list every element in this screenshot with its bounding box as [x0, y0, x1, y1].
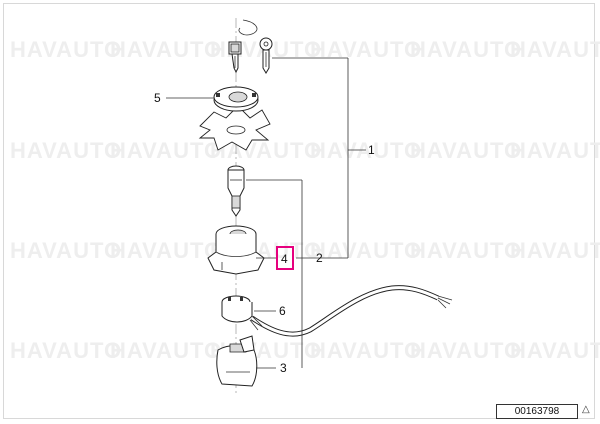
ring-nut-notch — [216, 93, 220, 97]
key-bow-hole — [263, 41, 269, 47]
ring-nut-part[interactable] — [198, 86, 271, 151]
watermark-text: HAVAUTO — [410, 138, 522, 163]
watermark-text: HAVAUTO — [310, 338, 422, 363]
callout-4[interactable]: 4 — [281, 252, 288, 266]
watermark-text: HAVAUTO — [410, 338, 522, 363]
housing-body — [207, 234, 265, 275]
watermark-text: HAVAUTO — [510, 37, 600, 62]
switch-pin — [228, 297, 231, 301]
watermark-text: HAVAUTO — [110, 138, 222, 163]
callout-2[interactable]: 2 — [316, 251, 323, 265]
switch-body — [221, 302, 253, 323]
cable-strands — [249, 315, 263, 331]
key-set-part[interactable] — [228, 19, 273, 74]
key-head-inner — [230, 43, 240, 53]
callout-5[interactable]: 5 — [154, 91, 161, 105]
watermark-text: HAVAUTO — [10, 37, 122, 62]
watermark-text: HAVAUTO — [10, 238, 122, 263]
cable-wires — [437, 295, 453, 309]
callout-1[interactable]: 1 — [368, 143, 375, 157]
switch-pin — [240, 297, 243, 301]
watermark-layer: HAVAUTO HAVAUTO HAVAUTO HAVAUTO HAVAUTO … — [10, 37, 600, 363]
watermark-text: HAVAUTO — [10, 138, 122, 163]
watermark-text: HAVAUTO — [510, 138, 600, 163]
ring-nut-hole — [228, 91, 248, 103]
ring-nut-notch — [252, 93, 256, 97]
watermark-text: HAVAUTO — [510, 238, 600, 263]
diagram-code-label: 00163798 — [496, 404, 578, 419]
gasket-hole — [226, 125, 246, 135]
lock-cylinder-part[interactable] — [227, 165, 245, 217]
callout-3[interactable]: 3 — [280, 361, 287, 375]
watermark-text: HAVAUTO — [110, 37, 222, 62]
watermark-text: HAVAUTO — [310, 238, 422, 263]
lock-housing-part[interactable] — [207, 225, 265, 275]
switch-cable-inner — [251, 286, 439, 336]
clip-bracket-part[interactable] — [216, 335, 258, 387]
watermark-text: HAVAUTO — [310, 138, 422, 163]
cylinder-body — [227, 169, 245, 217]
key-wire — [238, 19, 258, 36]
watermark-text: HAVAUTO — [510, 338, 600, 363]
leader-lines — [166, 57, 366, 369]
callout-6[interactable]: 6 — [279, 304, 286, 318]
cylinder-shaft — [231, 195, 241, 209]
watermark-text: HAVAUTO — [410, 238, 522, 263]
housing-flange — [215, 251, 257, 257]
watermark-text: HAVAUTO — [10, 338, 122, 363]
ignition-switch-part[interactable] — [221, 285, 453, 337]
watermark-text: HAVAUTO — [110, 238, 222, 263]
callout-highlight-box — [276, 246, 294, 270]
watermark-text: HAVAUTO — [110, 338, 222, 363]
watermark-text: HAVAUTO — [410, 37, 522, 62]
warning-icon: △ — [582, 404, 590, 415]
clip-tab — [239, 335, 255, 353]
diagram-frame — [3, 3, 595, 419]
